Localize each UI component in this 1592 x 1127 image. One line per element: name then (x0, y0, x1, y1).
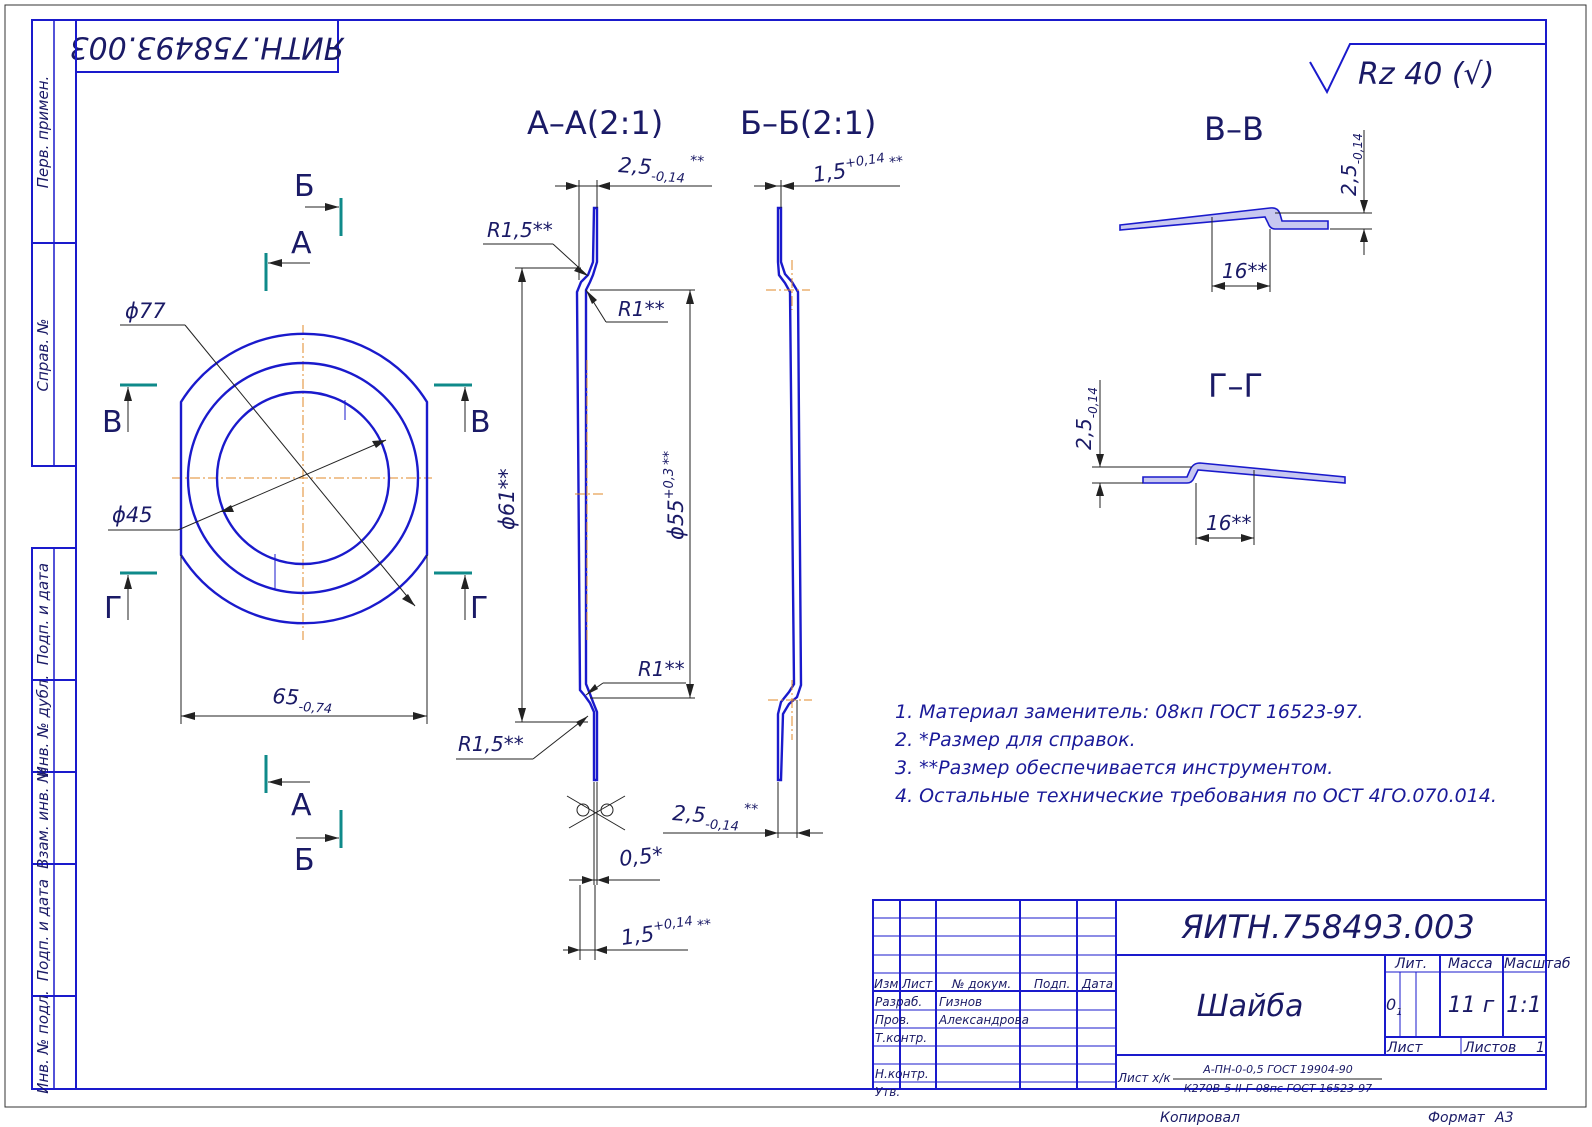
gg-profile (1142, 462, 1346, 484)
tb-lit-label: Лит. (1394, 956, 1427, 972)
tb-material-line1: А-ПН-0-0,5 ГОСТ 19904-90 (1202, 1063, 1353, 1076)
tb-doc-number: ЯИТН.758493.003 (1180, 908, 1474, 946)
strip-label-podp2: Подп. и дата (34, 879, 52, 981)
front-view: ϕ77 ϕ45 65-0,74 (108, 299, 432, 724)
tb-format-label: Формат (1428, 1110, 1486, 1126)
mark-a-top: А (291, 226, 312, 261)
section-gg: Г–Г 2,5-0,14 16** (1072, 367, 1346, 545)
vv-profile (1119, 207, 1329, 231)
tb-scale-value: 1:1 (1506, 993, 1541, 1018)
mark-b-top: Б (294, 169, 315, 204)
label-vv: В–В (1204, 110, 1264, 148)
tb-col-izm: Изм (874, 977, 898, 991)
mark-v-right: В (470, 405, 491, 440)
washer-inner-circle (215, 390, 391, 566)
aa-dim-r15-top: R1,5** (487, 218, 553, 242)
note-1: 1. Материал заменитель: 08кп ГОСТ 16523-… (895, 701, 1363, 723)
tb-mass-label: Масса (1448, 956, 1493, 972)
label-gg: Г–Г (1208, 367, 1263, 405)
technical-notes: 1. Материал заменитель: 08кп ГОСТ 16523-… (895, 701, 1497, 807)
section-marks: Б А В В Г Г А Б (102, 169, 491, 878)
tb-col-date: Дата (1081, 977, 1113, 991)
mark-a-bottom: А (291, 788, 312, 823)
vv-dim-w16: 16** (1222, 259, 1267, 283)
tb-lit-value: 01 (1386, 995, 1403, 1018)
section-bb: Б–Б(2:1) 1,5+0,14** 2,5-0,14** (663, 104, 905, 838)
tb-scale-label: Масштаб (1504, 956, 1571, 972)
tb-role-nkontr: Н.контр. (875, 1067, 929, 1081)
tb-role-razrab: Разраб. (875, 995, 922, 1009)
aa-dim-r1-top: R1** (618, 297, 665, 321)
tb-col-doc: № докум. (951, 977, 1011, 991)
dim-w65: 65-0,74 (271, 684, 333, 717)
tb-role-utv: Утв. (875, 1085, 900, 1099)
tb-name-prov: Александрова (938, 1013, 1029, 1027)
aa-dim-r15-bottom: R1,5** (458, 732, 524, 756)
label-aa: А–А(2:1) (527, 104, 663, 142)
tb-col-podp: Подп. (1034, 977, 1070, 991)
section-aa: А–А(2:1) 2,5-0,14** R1,5** R1** ϕ61** (456, 104, 713, 960)
tb-mass-value: 11 г (1448, 993, 1495, 1018)
tb-material-line2: К270В-5-II-Г-08пс ГОСТ 16523-97 (1184, 1082, 1372, 1095)
mark-g-left: Г (104, 591, 122, 626)
roughness-text: Rz 40 (√) (1358, 57, 1494, 92)
tb-material-prefix: Лист х/к (1117, 1071, 1171, 1085)
mark-g-right: Г (470, 591, 488, 626)
note-2: 2. *Размер для справок. (895, 729, 1136, 751)
tb-col-list: Лист (901, 977, 933, 991)
strip-label-perv: Перв. примен. (34, 76, 52, 189)
aa-dim-d61: ϕ61** (495, 468, 519, 530)
outer-frame (4, 4, 1587, 1108)
strip-label-sprav: Справ. № (34, 319, 52, 392)
tb-copied: Копировал (1160, 1110, 1240, 1126)
note-3: 3. **Размер обеспечивается инструментом. (895, 757, 1333, 779)
gg-dim-h25: 2,5-0,14 (1072, 387, 1100, 450)
aa-dim-d55: ϕ55+0,3** (661, 451, 688, 540)
aa-dim-t05: 0,5* (618, 843, 664, 871)
washer-mid-circle (186, 361, 420, 595)
vv-dim-h25: 2,5-0,14 (1337, 133, 1365, 196)
aa-profile (575, 206, 599, 782)
mark-b-bottom: Б (294, 843, 315, 878)
tb-sheets-value: 1 (1536, 1040, 1545, 1056)
section-vv: В–В 2,5-0,14 16** (1119, 110, 1372, 292)
aa-dim-t25: 2,5-0,14** (617, 148, 704, 188)
aa-dim-t15: 1,5+0,14** (619, 912, 713, 950)
bb-dim-t15: 1,5+0,14** (811, 149, 905, 187)
tb-format-value: А3 (1494, 1110, 1513, 1126)
aa-dim-r1-bottom: R1** (638, 657, 685, 681)
label-bb: Б–Б(2:1) (740, 104, 876, 142)
left-strip: Перв. примен. Справ. № Подп. и дата Инв.… (31, 19, 77, 1094)
tb-part-name: Шайба (1197, 989, 1304, 1024)
tb-sheet-label: Лист (1386, 1040, 1423, 1056)
dim-d45: ϕ45 (112, 503, 153, 527)
tb-sheets-label: Листов (1463, 1040, 1516, 1056)
strip-label-invdubl: Инв. № дубл. (34, 675, 52, 778)
top-doc-number-box: ЯИТН.758493.003 (69, 19, 346, 73)
bb-dim-t25: 2,5-0,14** (671, 796, 758, 836)
strip-label-podp1: Подп. и дата (34, 563, 52, 665)
top-doc-number: ЯИТН.758493.003 (69, 30, 345, 65)
dim-d77: ϕ77 (125, 299, 166, 323)
bb-profile (776, 206, 803, 782)
strip-label-vzam: Взам. инв. № (34, 767, 52, 869)
note-4: 4. Остальные технические требования по О… (895, 785, 1497, 807)
tb-role-prov: Пров. (875, 1013, 910, 1027)
gg-dim-w16: 16** (1206, 511, 1251, 535)
mark-v-left: В (102, 405, 123, 440)
tb-name-razrab: Гизнов (939, 995, 982, 1009)
strip-label-invpodl: Инв. № подл. (34, 990, 52, 1093)
roughness-sign: Rz 40 (√) (1309, 43, 1546, 95)
title-block: ЯИТН.758493.003 Шайба Изм Лист № докум. … (872, 899, 1571, 1126)
tb-role-tkontr: Т.контр. (875, 1031, 927, 1045)
